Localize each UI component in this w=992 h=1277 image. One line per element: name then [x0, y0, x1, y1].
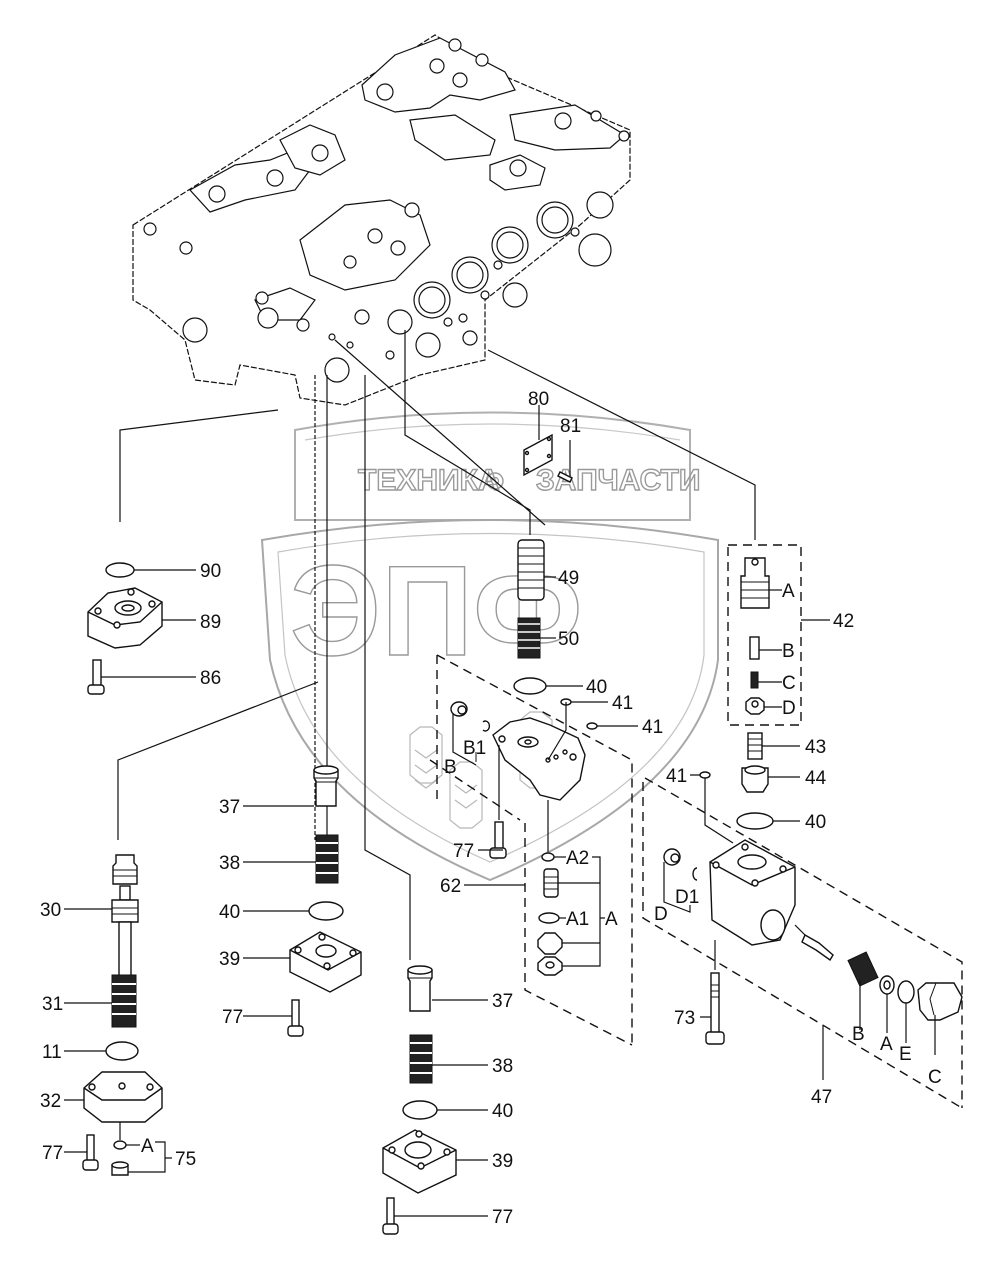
label-41-c: 41	[666, 766, 687, 787]
label-50: 50	[558, 629, 579, 650]
label-77-far-left: 77	[42, 1143, 63, 1164]
label-73: 73	[674, 1008, 695, 1029]
label-b-center: B	[444, 757, 457, 778]
label-49: 49	[558, 568, 579, 589]
part-40-o-ring-right	[736, 812, 800, 830]
label-44: 44	[805, 768, 827, 789]
label-d1: D1	[675, 887, 699, 908]
label-42-c: C	[782, 673, 796, 694]
part-77-bolt-center	[382, 1197, 488, 1235]
control-valve-body	[132, 34, 631, 406]
label-32: 32	[40, 1091, 61, 1112]
watermark-text-right: ЗАПЧАСТИ	[536, 464, 700, 497]
part-31-spring	[64, 974, 137, 1028]
part-47-relief-valve-group	[642, 771, 963, 1109]
part-39-flange-center	[382, 1129, 488, 1194]
label-47-b: B	[852, 1024, 865, 1045]
label-42-a: A	[782, 581, 795, 602]
watermark-text-left: ТЕХНИКА	[358, 464, 500, 497]
label-77-center: 77	[492, 1207, 513, 1228]
label-41-b: 41	[642, 717, 663, 738]
label-39-left: 39	[219, 949, 240, 970]
part-89-flange	[87, 587, 196, 649]
part-30-spool	[64, 854, 139, 979]
label-37-left: 37	[219, 797, 240, 818]
part-40-o-ring-top	[513, 677, 583, 695]
label-47-c: C	[928, 1067, 942, 1088]
part-80-cover-plate	[523, 405, 553, 477]
part-90-o-ring	[105, 562, 196, 578]
label-a-group: A	[605, 909, 618, 930]
label-47-e: E	[899, 1044, 912, 1065]
label-80: 80	[528, 389, 549, 410]
label-89: 89	[200, 612, 221, 633]
part-42-cartridge-group	[727, 544, 830, 726]
leader-lines	[117, 330, 756, 960]
part-37-sleeve-left	[243, 765, 339, 807]
label-81: 81	[560, 416, 581, 437]
label-38-left: 38	[219, 853, 240, 874]
label-40-right: 40	[805, 812, 826, 833]
label-43: 43	[805, 737, 826, 758]
label-30: 30	[40, 900, 61, 921]
watermark-shield-top	[294, 411, 691, 521]
watermark-shield-body	[260, 519, 719, 882]
part-86-bolt	[87, 659, 196, 695]
part-50-spring	[517, 617, 556, 659]
label-40-top: 40	[586, 677, 607, 698]
label-77-left: 77	[222, 1007, 243, 1028]
part-62-block-assembly	[429, 654, 638, 1046]
label-62: 62	[440, 876, 461, 897]
watermark-shield-body-inner	[277, 532, 705, 863]
label-38-center: 38	[492, 1056, 513, 1077]
label-86: 86	[200, 668, 221, 689]
label-75-a: A	[141, 1136, 154, 1157]
callout-labels: 80 81 90 89 86 49 50 40 41 41 B1 B 77 62…	[40, 389, 942, 1228]
part-75-plug-set	[111, 1122, 172, 1176]
part-40-o-ring-left	[243, 901, 344, 921]
label-47-a: A	[880, 1034, 893, 1055]
label-a1: A1	[566, 909, 589, 930]
part-44-seat	[741, 765, 800, 793]
label-42: 42	[833, 611, 854, 632]
label-31: 31	[42, 994, 63, 1015]
label-39-center: 39	[492, 1151, 513, 1172]
label-a2: A2	[566, 848, 589, 869]
part-49-sleeve	[517, 539, 556, 601]
label-b1-center: B1	[463, 738, 486, 759]
label-37-center: 37	[492, 991, 513, 1012]
label-d: D	[654, 904, 668, 925]
label-42-b: B	[782, 641, 795, 662]
label-40-left: 40	[219, 902, 240, 923]
label-75: 75	[175, 1149, 196, 1170]
part-77-bolt-far-left	[64, 1134, 99, 1171]
part-32-cover	[64, 1071, 163, 1123]
part-38-spring-left	[243, 834, 339, 884]
label-41-a: 41	[612, 693, 633, 714]
part-77-bolt-left	[243, 999, 304, 1037]
part-11-o-ring	[64, 1041, 139, 1061]
watermark-shield-inner	[304, 423, 681, 441]
part-39-flange-left	[243, 931, 362, 993]
label-90: 90	[200, 561, 221, 582]
part-40-o-ring-center	[402, 1100, 488, 1120]
part-43-spring	[747, 732, 800, 760]
label-11: 11	[42, 1042, 62, 1063]
label-42-d: D	[782, 698, 796, 719]
label-77-center-block: 77	[453, 841, 474, 862]
part-81-screw	[557, 440, 573, 483]
part-38-spring-center	[409, 1034, 488, 1084]
label-40-center: 40	[492, 1101, 513, 1122]
watermark: ТЕХНИКА ЗАПЧАСТИ ЭПФ	[260, 411, 719, 882]
part-37-sleeve-center	[407, 965, 488, 1012]
label-47: 47	[811, 1087, 832, 1108]
